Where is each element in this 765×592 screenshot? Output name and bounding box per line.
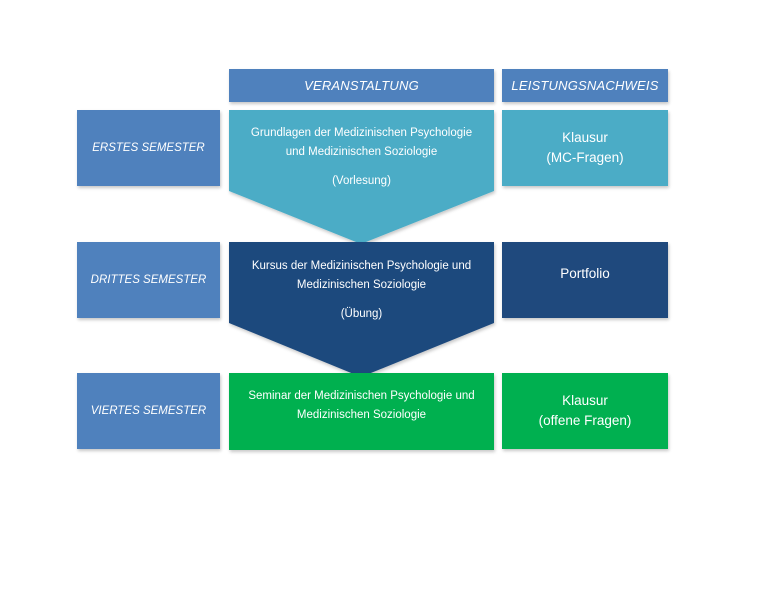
header-leistungsnachweis: LEISTUNGSNACHWEIS (502, 69, 668, 102)
proof-label-2a: Portfolio (560, 266, 610, 281)
course-title-3b: Medizinischen Soziologie (296, 409, 427, 421)
course-type-1: (Vorlesung) (332, 175, 391, 187)
course-box-3 (229, 373, 494, 450)
semester-box-2: DRITTES SEMESTER (77, 242, 220, 318)
semester-box-1: ERSTES SEMESTER (77, 110, 220, 186)
proof-label-1b: (MC-Fragen) (546, 150, 624, 165)
course-text-2: Kursus der Medizinischen Psychologie und… (229, 257, 494, 324)
header-veranstaltung: VERANSTALTUNG (229, 69, 494, 102)
proof-label-3a: Klausur (562, 393, 608, 408)
proof-box-1: Klausur (MC-Fragen) (502, 110, 668, 186)
course-text-3: Seminar der Medizinischen Psychologie un… (229, 387, 494, 425)
header-leistungsnachweis-label: LEISTUNGSNACHWEIS (511, 78, 659, 93)
proof-box-3: Klausur (offene Fragen) (502, 373, 668, 449)
course-title-1b: und Medizinischen Soziologie (285, 146, 438, 158)
proof-label-1a: Klausur (562, 130, 608, 145)
semester-label-2: DRITTES SEMESTER (90, 274, 207, 286)
course-title-1a: Grundlagen der Medizinischen Psychologie (250, 127, 473, 139)
semester-box-3: VIERTES SEMESTER (77, 373, 220, 449)
proof-label-3b: (offene Fragen) (538, 413, 632, 428)
header-veranstaltung-label: VERANSTALTUNG (304, 78, 419, 93)
semester-label-1: ERSTES SEMESTER (92, 142, 205, 154)
course-title-2b: Medizinischen Soziologie (296, 279, 427, 291)
course-chevron-1 (229, 110, 494, 244)
course-type-2: (Übung) (340, 308, 383, 320)
course-title-3a: Seminar der Medizinischen Psychologie un… (248, 390, 475, 402)
course-text-1: Grundlagen der Medizinischen Psychologie… (229, 124, 494, 191)
proof-box-2: Portfolio (502, 242, 668, 318)
semester-label-3: VIERTES SEMESTER (90, 405, 207, 417)
course-chevron-2 (229, 242, 494, 377)
course-title-2a: Kursus der Medizinischen Psychologie und (251, 260, 472, 272)
